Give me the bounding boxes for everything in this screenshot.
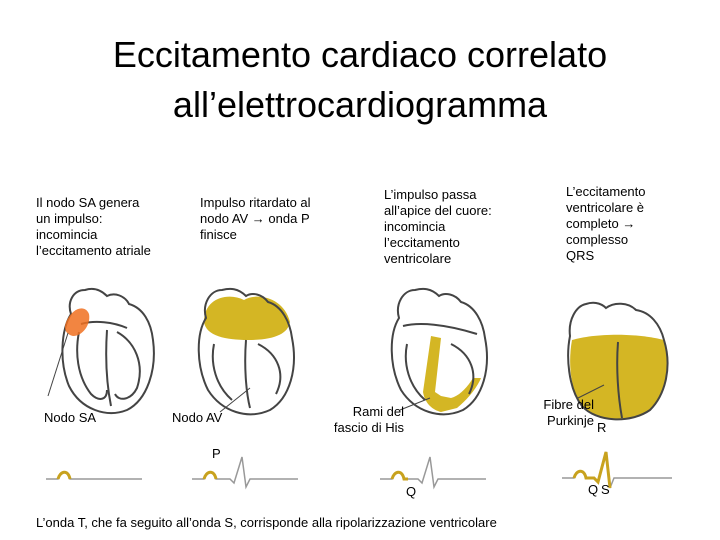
bundle-of-his-label: Rami del fascio di His bbox=[318, 404, 404, 436]
ecg-r-letter: R bbox=[597, 420, 606, 436]
ecg-q-letter-1: Q bbox=[406, 484, 416, 500]
ecg-trace-3 bbox=[378, 455, 488, 495]
ecg-p-letter: P bbox=[212, 446, 221, 462]
sa-node-label: Nodo SA bbox=[44, 410, 96, 426]
ecg-trace-2 bbox=[190, 455, 300, 495]
ecg-trace-1 bbox=[44, 455, 144, 495]
av-node-label: Nodo AV bbox=[172, 410, 222, 426]
ecg-s-letter: S bbox=[601, 482, 610, 498]
ecg-trace-4 bbox=[560, 448, 675, 494]
ecg-q-letter-2: Q bbox=[588, 482, 598, 498]
purkinje-fibers-label: Fibre del Purkinje bbox=[524, 397, 594, 429]
footer-note: L’onda T, che fa seguito all’onda S, cor… bbox=[36, 515, 497, 531]
